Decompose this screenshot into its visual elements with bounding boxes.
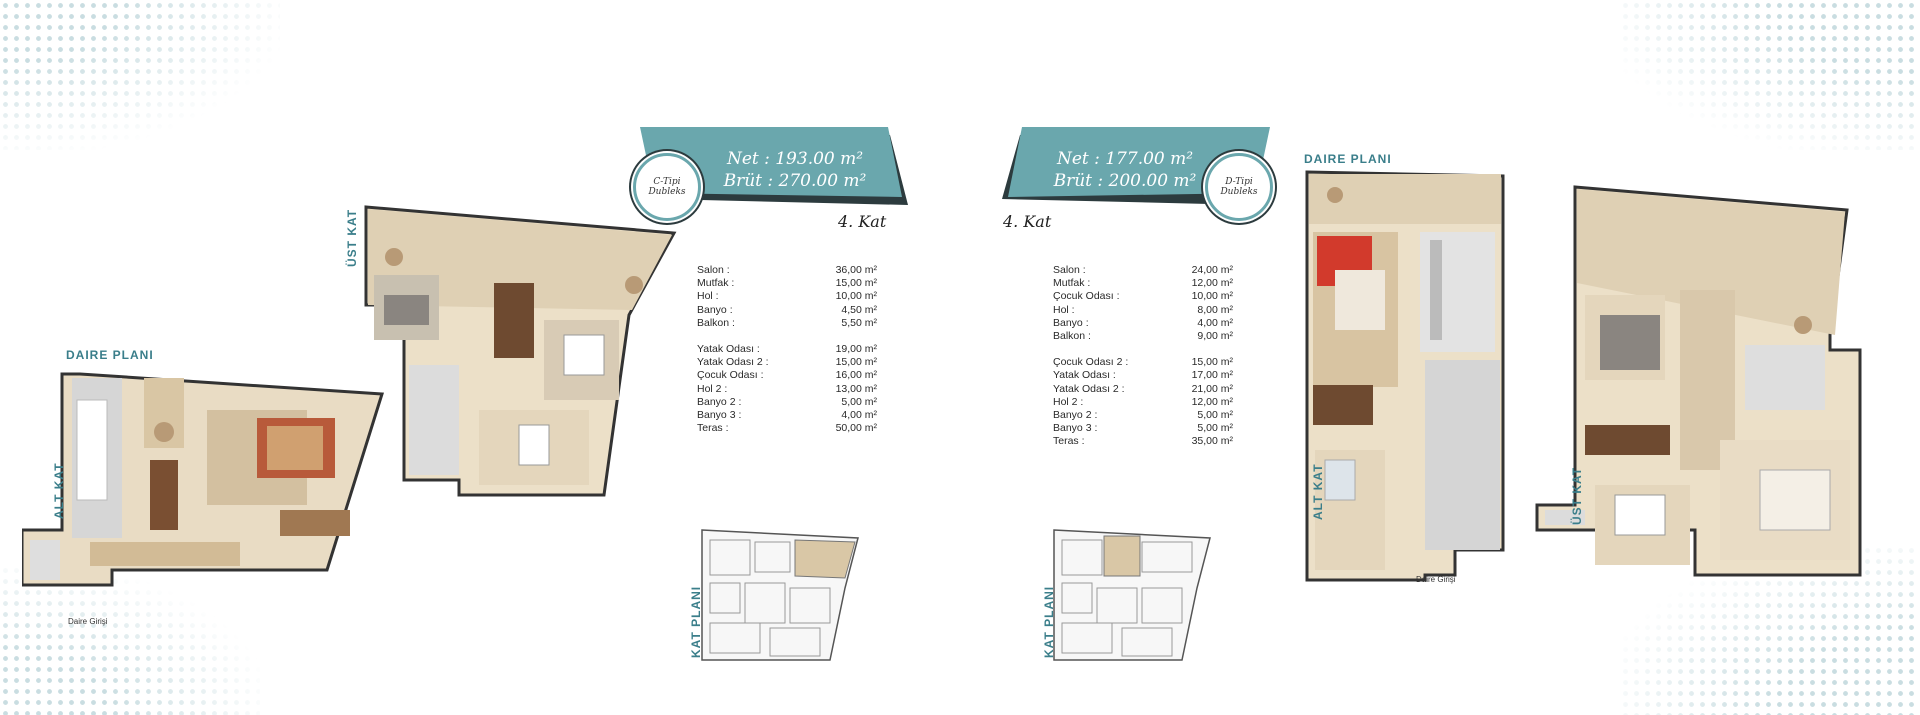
spec-row: Salon :24,00 m²: [1053, 264, 1233, 276]
spec-row: Banyo :4,00 m²: [1053, 316, 1233, 329]
right-specs: Salon :24,00 m² Mutfak :12,00 m² Çocuk O…: [1053, 264, 1233, 449]
spec-row: Yatak Odası :19,00 m²: [697, 343, 877, 356]
spec-row: Çocuk Odası :16,00 m²: [697, 369, 877, 382]
spec-row: Hol 2 :13,00 m²: [697, 382, 877, 395]
right-entrance-label: Daire Girişi: [1416, 575, 1456, 584]
right-alt-kat-plan: [1305, 170, 1510, 590]
spec-row: Banyo 3 :4,00 m²: [697, 409, 877, 422]
left-entrance-label: Daire Girişi: [68, 617, 108, 626]
spec-row: Hol :8,00 m²: [1053, 303, 1233, 316]
spec-row: Mutfak :12,00 m²: [1053, 277, 1233, 290]
right-badge-type: D-Tipi: [1225, 177, 1253, 187]
spec-row: Hol 2 :12,00 m²: [1053, 395, 1233, 408]
spec-row: Hol :10,00 m²: [697, 290, 877, 303]
right-area-text: Net : 177.00 m² Brüt : 200.00 m²: [1030, 148, 1220, 192]
spec-row: Banyo 3 :5,00 m²: [1053, 422, 1233, 435]
left-kat-plani-label: KAT PLANI: [689, 585, 703, 658]
left-specs: Salon :36,00 m² Mutfak :15,00 m² Hol :10…: [697, 264, 877, 435]
left-ust-kat-label: ÜST KAT: [345, 208, 359, 267]
right-daire-plani-label: DAIRE PLANI: [1304, 152, 1392, 166]
left-type-badge: C-Tipi Dubleks: [633, 153, 701, 221]
left-badge-kind: Dubleks: [648, 187, 686, 197]
left-alt-kat-plan: [20, 370, 392, 615]
spec-row: Çocuk Odası 2 :15,00 m²: [1053, 356, 1233, 369]
right-ust-kat-plan: [1535, 185, 1865, 585]
spec-row: Salon :36,00 m²: [697, 264, 877, 276]
spec-row: Balkon :5,50 m²: [697, 316, 877, 329]
right-type-badge: D-Tipi Dubleks: [1205, 153, 1273, 221]
right-alt-kat-label: ALT KAT: [1311, 463, 1325, 520]
right-badge-kind: Dubleks: [1220, 187, 1258, 197]
spec-row: Teras :35,00 m²: [1053, 435, 1233, 448]
spec-row: Teras :50,00 m²: [697, 422, 877, 435]
spec-row: Banyo 2 :5,00 m²: [697, 395, 877, 408]
left-badge-type: C-Tipi: [653, 177, 681, 187]
left-brut-area: Brüt : 270.00 m²: [723, 171, 867, 191]
left-daire-plani-label: DAIRE PLANI: [66, 348, 154, 362]
right-area-banner: [1000, 125, 1270, 210]
left-area-text: Net : 193.00 m² Brüt : 270.00 m²: [700, 148, 890, 192]
right-ust-kat-label: ÜST KAT: [1570, 466, 1584, 525]
left-net-area: Net : 193.00 m²: [726, 149, 864, 169]
left-alt-kat-label: ALT KAT: [52, 462, 66, 519]
right-kat-plani-thumbnail: [1052, 528, 1212, 668]
left-area-banner: [640, 125, 910, 210]
right-kat-label: 4. Kat: [1003, 212, 1052, 231]
spec-row: Balkon :9,00 m²: [1053, 330, 1233, 343]
decorative-dots-top-left: [0, 0, 280, 150]
spec-row: Mutfak :15,00 m²: [697, 277, 877, 290]
left-kat-plani-thumbnail: [700, 528, 860, 668]
decorative-dots-top-right: [1620, 0, 1920, 150]
left-ust-kat-plan: [364, 205, 684, 505]
right-brut-area: Brüt : 200.00 m²: [1053, 171, 1197, 191]
spec-row: Banyo 2 :5,00 m²: [1053, 409, 1233, 422]
spec-row: Banyo :4,50 m²: [697, 303, 877, 316]
right-net-area: Net : 177.00 m²: [1056, 149, 1194, 169]
left-kat-label: 4. Kat: [838, 212, 887, 231]
spec-row: Yatak Odası 2 :21,00 m²: [1053, 382, 1233, 395]
spec-row: Çocuk Odası :10,00 m²: [1053, 290, 1233, 303]
spec-row: Yatak Odası :17,00 m²: [1053, 369, 1233, 382]
right-kat-plani-label: KAT PLANI: [1042, 585, 1056, 658]
spec-row: Yatak Odası 2 :15,00 m²: [697, 356, 877, 369]
decorative-dots-bottom-left: [0, 565, 260, 715]
